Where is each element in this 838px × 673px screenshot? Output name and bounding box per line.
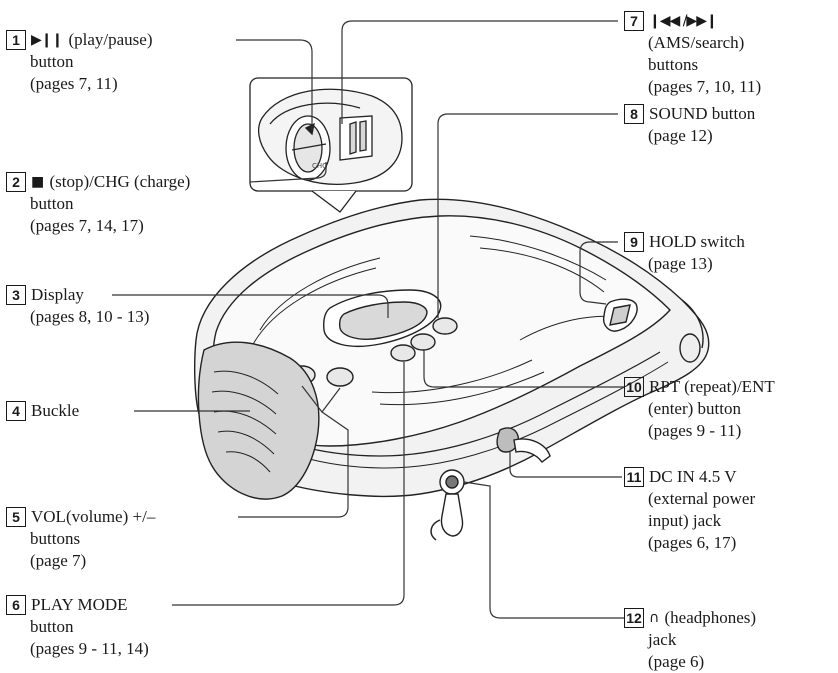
leader-7 xyxy=(341,20,618,124)
callout-headphones: 12∩ (headphones) jack (page 6) xyxy=(624,607,756,673)
callout-number: 1 xyxy=(6,30,26,50)
leader-9 xyxy=(579,241,618,305)
callout-number: 8 xyxy=(624,104,644,124)
leader-2 xyxy=(249,162,327,183)
stop-icon: ■ xyxy=(31,174,44,190)
callout-stop-chg: 2■ (stop)/CHG (charge) button (pages 7, … xyxy=(6,171,190,237)
leader-3 xyxy=(112,294,389,318)
leader-8 xyxy=(437,113,618,318)
callout-number: 9 xyxy=(624,232,644,252)
callout-number: 5 xyxy=(6,507,26,527)
leader-10 xyxy=(423,350,624,388)
headphones-icon: ∩ xyxy=(649,610,659,626)
callout-number: 6 xyxy=(6,595,26,615)
leader-12 xyxy=(463,481,624,619)
callout-number: 4 xyxy=(6,401,26,421)
leader-5 xyxy=(238,411,349,518)
callout-play-pause: 1▶❙❙ (play/pause) button (pages 7, 11) xyxy=(6,29,153,95)
callout-number: 10 xyxy=(624,377,644,397)
leader-6 xyxy=(172,362,405,606)
callout-number: 3 xyxy=(6,285,26,305)
leader-5b xyxy=(301,385,341,413)
svg-text:CHG: CHG xyxy=(312,162,328,170)
leader-lines xyxy=(112,20,624,619)
leader-11 xyxy=(509,452,622,478)
callout-ams-search: 7❙◀◀ /▶▶❙ (AMS/search) buttons (pages 7,… xyxy=(624,10,761,98)
callout-number: 2 xyxy=(6,172,26,192)
callout-number: 12 xyxy=(624,608,644,628)
callout-number: 11 xyxy=(624,467,644,487)
callout-number: 7 xyxy=(624,11,644,31)
ams-search-icon: ❙◀◀ /▶▶❙ xyxy=(649,13,718,29)
button-inset: CHG xyxy=(249,77,413,213)
play-pause-icon: ▶❙❙ xyxy=(31,32,63,48)
leader-1 xyxy=(236,39,313,130)
